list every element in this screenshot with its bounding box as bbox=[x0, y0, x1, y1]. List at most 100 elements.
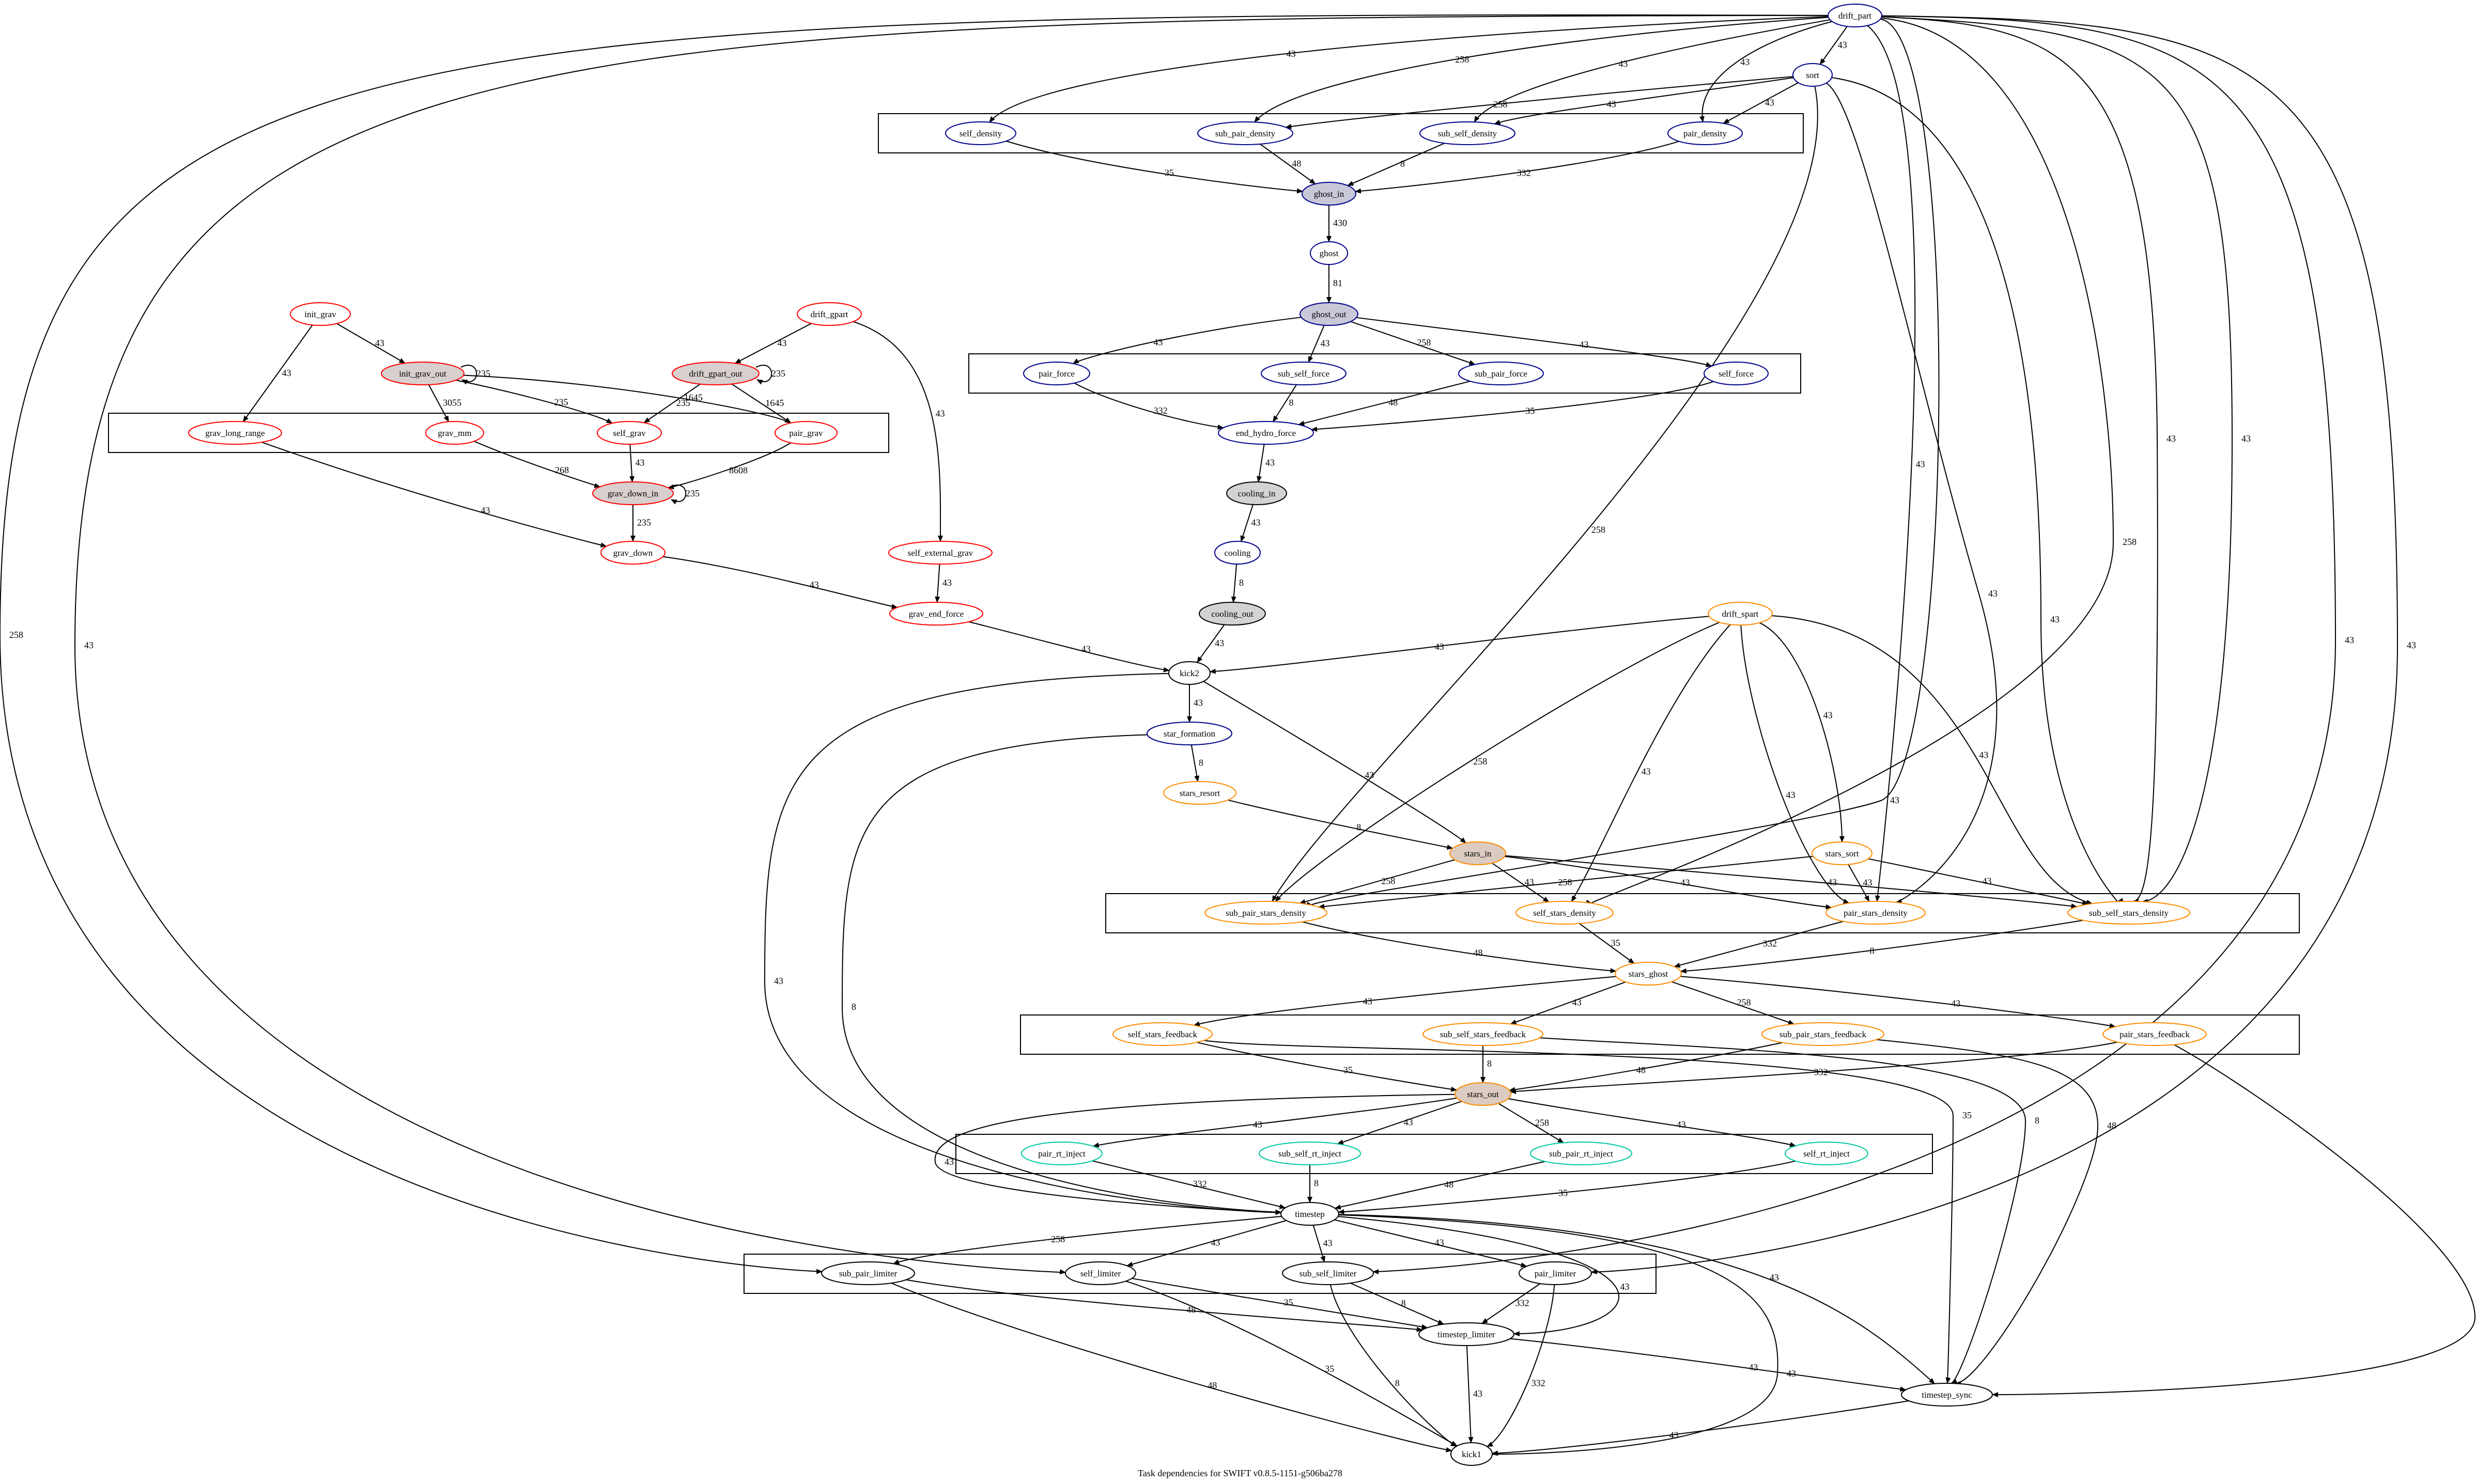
node-shape bbox=[1218, 421, 1314, 445]
node-label: timestep_limiter bbox=[1437, 1330, 1495, 1339]
cluster-stars-density bbox=[1105, 893, 2300, 933]
edge-drift_part-to-sub_pair_stars_density bbox=[1306, 19, 1940, 907]
edge-drift_spart-to-self_stars_density bbox=[1571, 624, 1731, 902]
node-self-limiter: self_limiter bbox=[1065, 1261, 1136, 1285]
edge-drift_part-to-sub_self_stars_density bbox=[1881, 16, 2233, 904]
node-shape bbox=[1530, 1142, 1632, 1165]
edge-label: 258 bbox=[1535, 1117, 1549, 1128]
node-label: ghost_in bbox=[1314, 189, 1344, 199]
node-shape bbox=[1792, 63, 1833, 87]
node-shape bbox=[1280, 1202, 1339, 1226]
edge-sort-to-sub_pair_density bbox=[1285, 76, 1793, 129]
node-shape bbox=[1422, 1022, 1543, 1046]
edge-label: 235 bbox=[676, 398, 690, 408]
edge-pair_stars_density-to-stars_ghost bbox=[1674, 920, 1844, 968]
edge-drift_part-to-pair_density bbox=[1699, 21, 1833, 123]
edge-stars_out-to-sub_self_rt_inject bbox=[1337, 1101, 1462, 1145]
edge-drift_part-to-sub_pair_density bbox=[1254, 17, 1829, 123]
node-label: sub_self_rt_inject bbox=[1278, 1149, 1341, 1159]
edge-drift_part-to-sub_self_limiter bbox=[1372, 15, 2336, 1275]
node-shape bbox=[1214, 541, 1261, 565]
edge-timestep-to-kick1 bbox=[1338, 1214, 1778, 1456]
edge-init_grav-to-grav_long_range bbox=[242, 324, 313, 423]
node-label: self_limiter bbox=[1080, 1269, 1121, 1278]
edge-sub_pair_density-to-ghost_in bbox=[1260, 144, 1316, 184]
node-shape bbox=[1259, 1142, 1361, 1165]
edge-stars_ghost-to-sub_self_stars_feedback bbox=[1510, 981, 1626, 1025]
node-label: stars_resort bbox=[1180, 788, 1220, 798]
diagram-caption: Task dependencies for SWIFT v0.8.5-1151-… bbox=[1138, 1468, 1342, 1478]
edge-drift_spart-to-sub_self_stars_density bbox=[1771, 615, 2093, 905]
node-shape bbox=[1168, 661, 1211, 685]
edge-drift_part-to-self_density bbox=[989, 15, 1829, 123]
cluster-density bbox=[878, 113, 1804, 153]
edge-label: 8 bbox=[1314, 1178, 1319, 1189]
node-label: sub_self_stars_feedback bbox=[1440, 1029, 1526, 1039]
edge-label: 43 bbox=[1572, 997, 1582, 1008]
edge-label: 43 bbox=[1740, 57, 1750, 67]
edge-sub_pair_stars_density-to-stars_ghost bbox=[1302, 921, 1617, 974]
edge-label: 43 bbox=[1786, 790, 1795, 800]
edge-label: 43 bbox=[1473, 1388, 1482, 1399]
node-label: grav_down_in bbox=[608, 489, 659, 498]
edge-ghost_out-to-pair_force bbox=[1072, 317, 1302, 364]
edge-sort-to-pair_density bbox=[1723, 82, 1799, 124]
edge-label: 268 bbox=[555, 465, 569, 475]
node-shape bbox=[1704, 362, 1769, 385]
node-sub-pair-stars-feedback: sub_pair_stars_feedback bbox=[1761, 1022, 1884, 1046]
edge-sort-to-sub_self_density bbox=[1494, 77, 1794, 125]
edge-kick2-to-timestep bbox=[764, 673, 1282, 1215]
edge-label: 8 bbox=[2035, 1115, 2039, 1126]
edge-label: 48 bbox=[1208, 1380, 1217, 1391]
node-label: stars_in bbox=[1464, 849, 1492, 858]
node-label: ghost_out bbox=[1311, 309, 1346, 319]
edge-star_formation-to-timestep bbox=[841, 734, 1282, 1215]
edge-timestep-to-pair_limiter bbox=[1334, 1219, 1527, 1268]
edge-stars_out-to-self_rt_inject bbox=[1508, 1098, 1797, 1147]
node-sub-pair-rt-inject: sub_pair_rt_inject bbox=[1530, 1142, 1632, 1165]
edge-label: 8 bbox=[1487, 1058, 1492, 1069]
edge-label: 258 bbox=[2123, 537, 2137, 547]
edge-label: 332 bbox=[1515, 1298, 1529, 1308]
edge-label: 43 bbox=[1251, 518, 1260, 528]
edge-sub_self_force-to-end_hydro_force bbox=[1272, 384, 1297, 423]
edge-ghost_out-to-self_force bbox=[1356, 317, 1712, 367]
edge-label: 43 bbox=[1153, 337, 1163, 348]
node-shape bbox=[888, 541, 993, 565]
node-shape bbox=[1828, 4, 1882, 27]
edge-label: 258 bbox=[1051, 1234, 1065, 1244]
edge-timestep_limiter-to-kick1 bbox=[1466, 1345, 1474, 1444]
edge-label: 43 bbox=[1404, 1117, 1413, 1127]
edge-sub_pair_stars_feedback-to-timestep_sync bbox=[1876, 1039, 2099, 1386]
node-drift-part: drift_part bbox=[1828, 4, 1882, 27]
edge-drift_gpart_out-to-self_grav bbox=[643, 383, 701, 424]
node-label: pair_force bbox=[1039, 369, 1075, 379]
edge-drift_spart-to-pair_stars_density bbox=[1740, 624, 1850, 904]
cluster-rt-inject bbox=[955, 1134, 1933, 1174]
edge-label: 48 bbox=[1292, 158, 1301, 168]
node-label: sub_pair_stars_feedback bbox=[1779, 1029, 1867, 1039]
node-shape bbox=[1615, 962, 1682, 986]
edge-label: 332 bbox=[1193, 1179, 1207, 1189]
edge-end_hydro_force-to-cooling_in bbox=[1257, 444, 1265, 483]
node-label: sub_self_limiter bbox=[1299, 1269, 1357, 1278]
edge-label: 43 bbox=[1642, 766, 1651, 776]
edge-sub_self_limiter-to-kick1 bbox=[1329, 1284, 1457, 1447]
node-label: drift_part bbox=[1838, 11, 1871, 21]
node-shape bbox=[2067, 901, 2190, 925]
node-label: self_external_grav bbox=[908, 548, 973, 558]
edge-init_grav_out-to-grav_mm bbox=[428, 384, 450, 423]
edge-label: 43 bbox=[1435, 642, 1444, 652]
node-sub-pair-limiter: sub_pair_limiter bbox=[821, 1261, 915, 1285]
node-self-rt-inject: self_rt_inject bbox=[1785, 1142, 1868, 1165]
edge-label: 43 bbox=[1770, 1272, 1779, 1283]
edge-sub_self_limiter-to-timestep_limiter bbox=[1350, 1283, 1445, 1325]
node-grav-down-in: grav_down_in bbox=[592, 481, 674, 505]
node-sort: sort bbox=[1792, 63, 1833, 87]
edge-pair_limiter-to-timestep_limiter bbox=[1481, 1283, 1541, 1324]
edge-label: 8 bbox=[1400, 159, 1405, 169]
node-shape bbox=[592, 481, 674, 505]
edge-drift_part-to-sub_self_stars_density bbox=[1881, 16, 2158, 904]
node-shape bbox=[1021, 1142, 1103, 1165]
edge-label: 35 bbox=[1283, 1298, 1293, 1308]
